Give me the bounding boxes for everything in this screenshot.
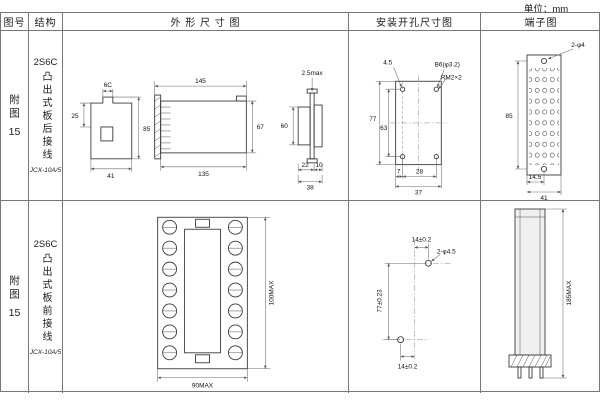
fig-no-cell-row2: 附图 15 [1,201,29,393]
dim-label-thread-rm2: RM2×2 [441,74,462,81]
dim-label-2-5max: 2.5max [302,70,324,77]
dim-lines-holes [384,243,441,361]
dim-label-10: 10 [315,161,323,168]
dim-label-14-5: 14.5 [529,174,542,181]
dim-label-67: 67 [257,123,265,130]
dim-label-22: 22 [302,161,310,168]
dim-label-7: 7 [397,168,401,175]
mounting-drawing-cell-row2: 14±0.2 2-φ4.5 77±0.23 14±0.2 [349,201,481,393]
mounting-drawing-row2: 14±0.2 2-φ4.5 77±0.23 14±0.2 [377,236,456,370]
terminal-drawing-cell-row2: 185MAX [481,201,600,393]
dim-label-60: 60 [281,122,289,129]
dim-label-63: 63 [380,124,388,131]
fig-no-cell-row1: 附图 15 [1,31,29,201]
dim-label-135: 135 [198,170,209,177]
fig-no-number: 15 [8,125,21,138]
dim-label-77-023: 77±0.23 [377,289,384,313]
outline-drawing-row2: 100MAX 90MAX [157,216,275,390]
dim-label-185max: 185MAX [566,280,573,306]
panel-cutout [389,74,448,171]
dim-label-100max: 100MAX [268,280,275,305]
panel-side-view [297,88,323,163]
structure-desc: 凸出式板后接线 [40,71,51,162]
dim-label-25: 25 [71,112,79,119]
outline-drawing-row1: 6C 25 85 41 145 135 67 [71,70,324,192]
dim-label-2phi4: 2-φ4 [571,42,585,49]
dim-lines-socket [157,217,271,382]
fig-no-number: 15 [8,307,21,319]
structure-cell-row2: 2S6C 凸出式板前接线 JCX-10A/5 [29,201,63,393]
header-mounting-holes: 安装开孔尺寸图 [349,13,481,31]
dim-lines-profile [543,208,567,379]
dim-label-38: 38 [307,184,315,191]
outline-drawing-cell-row1: 6C 25 85 41 145 135 67 [63,31,349,201]
dim-lines-side-view [79,88,141,172]
header-terminal-diagram: 端子图 [481,13,600,31]
header-outline-dimensions: 外 形 尺 寸 图 [63,13,349,31]
mounting-drawing-cell-row1: 4.5 B6(φ3.2) RM2×2 77 63 7 28 37 [349,31,481,201]
header-fig-no: 图号 [1,13,29,31]
relay-type: JCX-10A/5 [29,167,62,174]
dim-label-37: 37 [415,189,423,196]
dim-lines-panel-view [289,77,323,184]
outline-drawing-cell-row2: 100MAX 90MAX [63,201,349,393]
structure-cell-row1: 2S6C 凸出式板后接线 JCX-10A/5 [29,31,63,201]
dim-label-145: 145 [195,78,206,85]
structure-model: 2S6C [33,238,58,250]
terminal-drawing-row2: 185MAX [508,208,573,379]
dim-label-41: 41 [540,195,548,201]
dim-lines-terminal [515,48,574,195]
dim-label-28: 28 [416,168,424,175]
mounting-drawing-row1: 4.5 B6(φ3.2) RM2×2 77 63 7 28 37 [369,59,462,196]
dim-label-85: 85 [505,113,513,120]
structure-desc: 凸出式板前接线 [40,252,51,344]
drawing-table: 图号 结构 外 形 尺 寸 图 安装开孔尺寸图 端子图 附图 15 2S6C 凸… [0,12,600,393]
dim-lines-front-view [154,80,257,171]
dim-label-4-5: 4.5 [383,59,392,66]
dim-label-41: 41 [107,172,115,179]
fig-no-chars: 附图 [8,93,20,121]
relay-side-view [90,96,133,159]
dim-label-6c: 6C [104,82,113,89]
socket-front-view [157,216,248,370]
terminal-holes-grid [529,67,559,165]
terminal-drawing-cell-row1: 2-φ4 85 14.5 41 [481,31,600,201]
relay-profile-view [508,208,552,379]
dim-lines-cutout [375,66,448,188]
dim-label-hole-b6: B6(φ3.2) [435,61,460,68]
terminal-drawing-row1: 2-φ4 85 14.5 41 [505,42,585,201]
fig-no-chars: 附图 [8,275,20,302]
dim-label-14-top: 14±0.2 [412,236,432,243]
structure-model: 2S6C [33,57,58,68]
dim-label-14-bottom: 14±0.2 [398,363,418,370]
dim-label-90max: 90MAX [192,383,214,390]
header-structure: 结构 [29,13,63,31]
dim-label-77: 77 [369,115,377,122]
dim-label-2phi45: 2-φ4.5 [437,248,456,255]
dim-label-85: 85 [143,125,151,132]
relay-type: JCX-10A/5 [29,348,62,356]
mounting-holes-layout [382,239,453,363]
relay-front-view [154,94,247,159]
